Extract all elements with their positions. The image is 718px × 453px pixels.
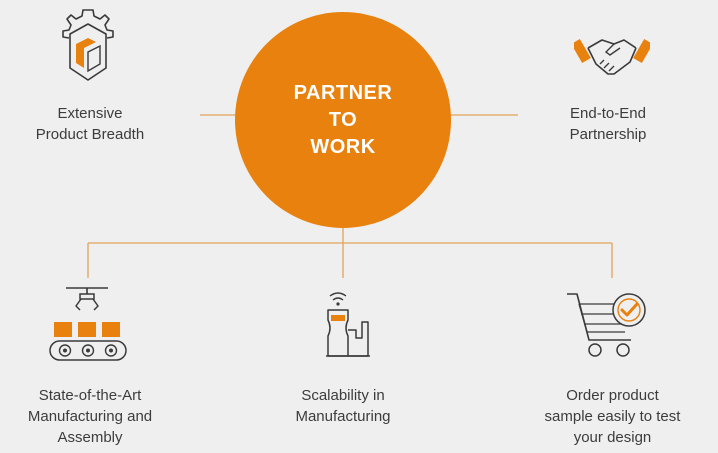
center-circle: PARTNER TO WORK (235, 12, 451, 228)
factory-icon (326, 292, 370, 357)
handshake-icon (574, 38, 650, 75)
node-label-scalability: Scalability in Manufacturing (295, 387, 391, 425)
cube-gear-icon (62, 9, 114, 81)
node-label-manufacturing: State-of-the-Art Manufacturing and Assem… (27, 387, 153, 446)
node-label-product-breadth: Extensive Product Breadth (35, 105, 145, 143)
assembly-line-icon (49, 287, 127, 361)
node-label-partnership: End-to-End Partnership (569, 105, 647, 143)
shopping-cart-check-icon (567, 293, 646, 357)
node-label-order-sample: Order product sample easily to test your… (544, 387, 681, 446)
center-title: PARTNER TO WORK (293, 81, 393, 158)
